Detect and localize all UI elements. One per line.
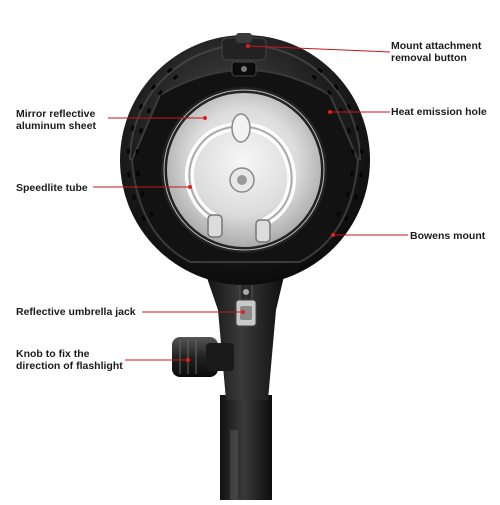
label-bowens-mount: Bowens mount (410, 230, 486, 242)
vent-slots-left (126, 67, 179, 222)
callout-dot-mount-button (246, 44, 250, 48)
callout-dot-mirror-sheet (203, 116, 207, 120)
label-heat-emission-hole: Heat emission hole (391, 106, 487, 118)
label-umbrella-jack: Reflective umbrella jack (16, 306, 136, 318)
callout-line-mount-button (247, 45, 391, 53)
callout-lines (93, 44, 408, 362)
callout-dot-bowens-mount (331, 233, 335, 237)
vent-slots-right (311, 67, 364, 222)
callout-dot-speedlite-tube (188, 185, 192, 189)
callout-dot-heat-hole (328, 110, 332, 114)
callout-dot-knob (186, 358, 190, 362)
stand-pole (220, 395, 272, 500)
label-speedlite-tube: Speedlite tube (16, 182, 88, 194)
label-direction-knob: Knob to fix the direction of flashlight (16, 348, 123, 372)
callout-dot-umbrella-jack (241, 310, 245, 314)
label-mirror-reflective-sheet: Mirror reflective aluminum sheet (16, 108, 96, 132)
direction-knob (172, 337, 234, 377)
speedlite-tube-shape (184, 113, 297, 243)
bracket-arm (205, 272, 285, 400)
label-mount-attachment-button: Mount attachment removal button (391, 40, 482, 64)
